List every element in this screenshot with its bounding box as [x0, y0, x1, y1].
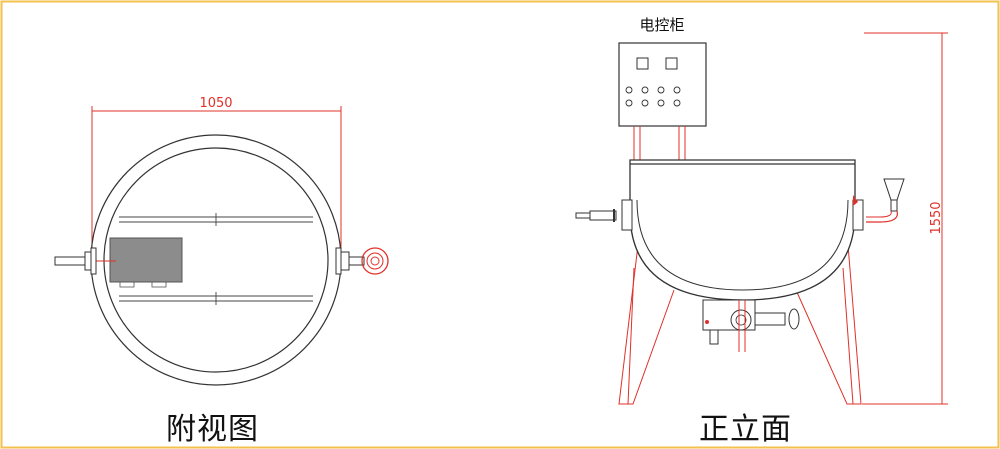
front-view: 1550 电控柜 [575, 16, 948, 405]
indicator-square-right [665, 57, 678, 70]
front-view-height-dimension: 1550 [862, 32, 948, 405]
control-box-plan [109, 237, 183, 283]
top-view-width-dimension: 1050 [91, 96, 342, 250]
right-axle-plan [335, 247, 389, 275]
electrical-control-cabinet [618, 42, 707, 160]
feed-funnel [853, 178, 905, 223]
kettle-rim-inner [103, 147, 329, 373]
dimension-1550-label: 1550 [929, 201, 944, 234]
front-view-caption: 正立面 [699, 412, 792, 447]
kettle-outer-jacket [629, 159, 856, 301]
indicator-square-left [636, 57, 649, 70]
handwheel-outer [361, 247, 389, 275]
support-legs [618, 244, 862, 405]
control-cabinet-label: 电控柜 [639, 16, 684, 34]
top-view-caption: 附视图 [166, 412, 259, 447]
top-view: 1050 [54, 96, 389, 386]
discharge-valve [702, 299, 800, 352]
left-shaft [575, 209, 617, 222]
support-bars [119, 213, 313, 305]
dimension-1050-label: 1050 [199, 96, 232, 111]
control-buttons [625, 86, 681, 107]
left-axle-plan [54, 247, 97, 275]
kettle-inner-bowl [636, 199, 849, 291]
